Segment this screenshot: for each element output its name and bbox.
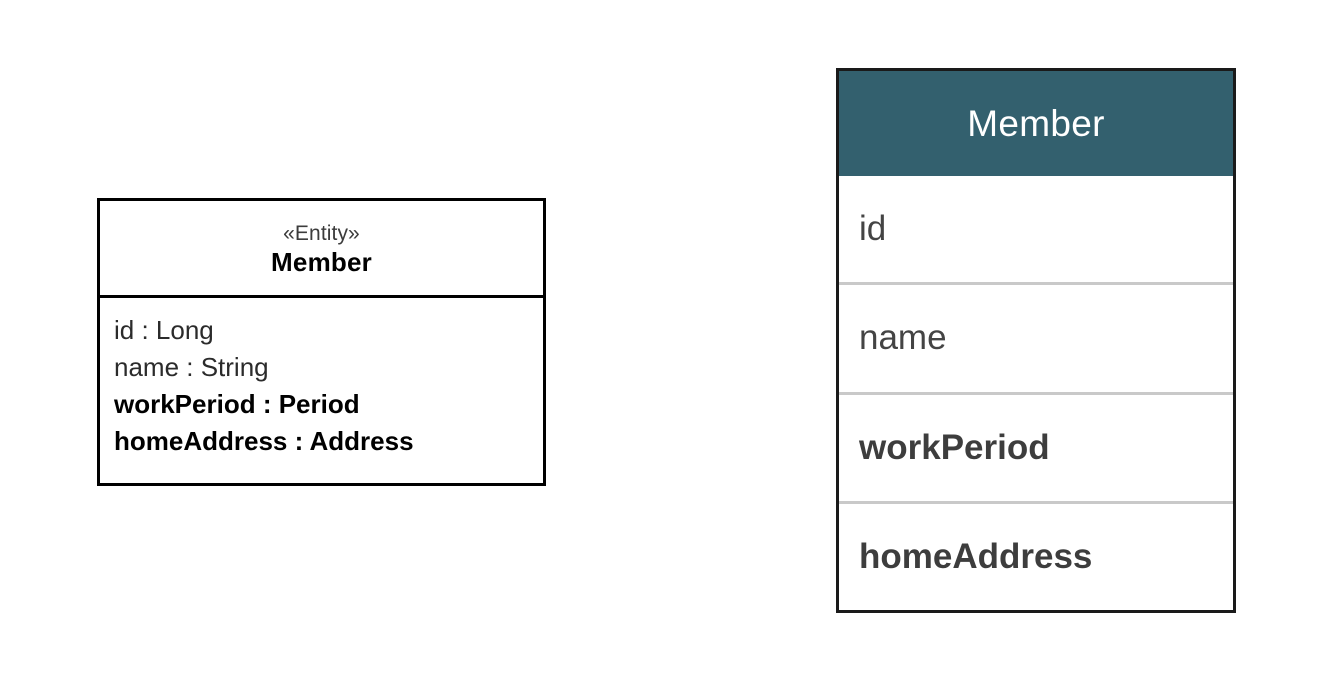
uml-class-name: Member <box>271 246 372 277</box>
table-row: id <box>839 176 1233 282</box>
uml-attribute-workperiod: workPeriod : Period <box>114 389 360 419</box>
table-row: workPeriod <box>839 391 1233 501</box>
uml-class-header: «Entity» Member <box>100 201 543 298</box>
table-header-label: Member <box>967 102 1105 144</box>
table-cell-id: id <box>859 209 887 249</box>
uml-class-box: «Entity» Member id : Long name : String … <box>97 198 546 486</box>
table-row: homeAddress <box>839 500 1233 610</box>
table-cell-homeaddress: homeAddress <box>859 536 1093 576</box>
uml-attribute-name: name : String <box>114 352 269 382</box>
uml-attribute-id: id : Long <box>114 315 214 345</box>
member-table: Member id name workPeriod homeAddress <box>836 68 1236 613</box>
uml-stereotype-label: «Entity» <box>283 221 360 245</box>
table-cell-name: name <box>859 318 947 358</box>
table-body: id name workPeriod homeAddress <box>839 176 1233 610</box>
uml-attribute-homeaddress: homeAddress : Address <box>114 426 414 456</box>
table-cell-workperiod: workPeriod <box>859 427 1050 467</box>
table-row: name <box>839 282 1233 391</box>
table-header: Member <box>839 71 1233 176</box>
uml-attributes-compartment: id : Long name : String workPeriod : Per… <box>100 298 543 483</box>
